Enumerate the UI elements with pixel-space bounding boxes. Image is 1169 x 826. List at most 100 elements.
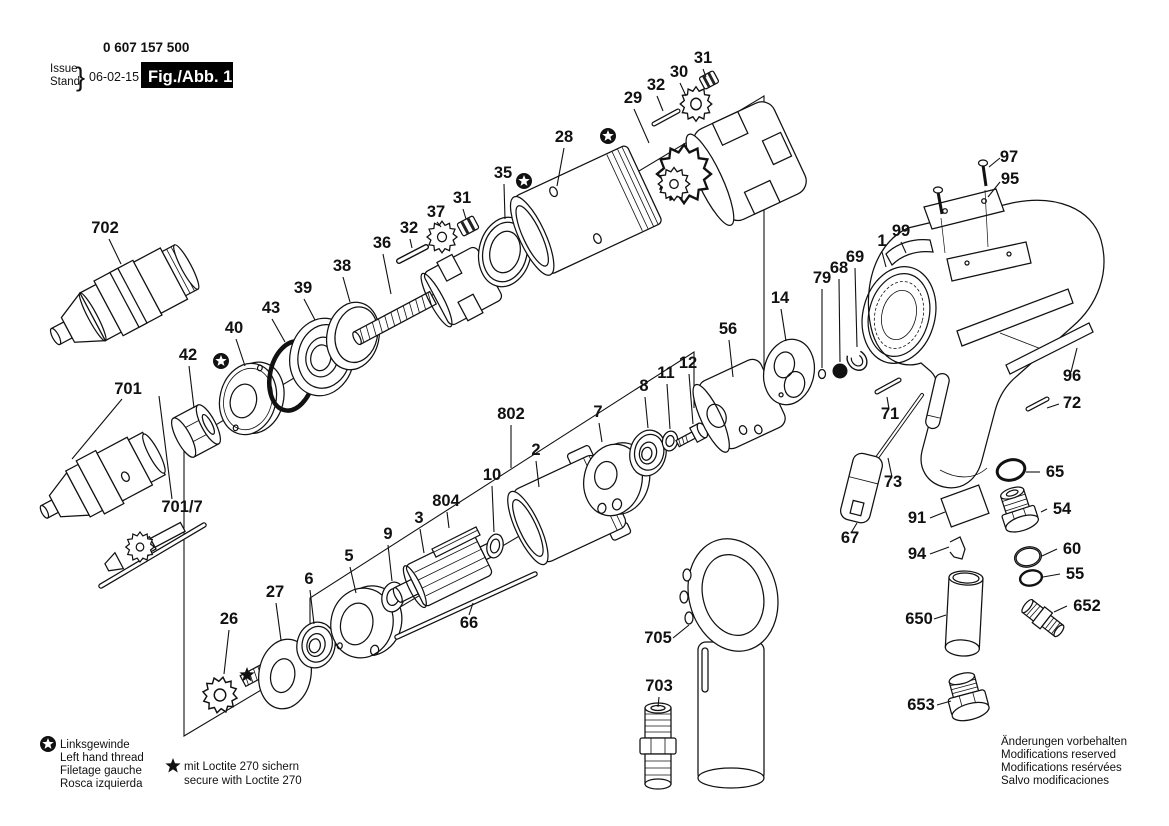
part-label-9: 9 [383, 525, 392, 543]
part-71-pin [874, 377, 902, 395]
part-label-1: 1 [877, 232, 886, 250]
part-label-38: 38 [333, 257, 351, 275]
issue-label-en: Issue [50, 63, 78, 75]
part-701-7-chuck-key [98, 521, 207, 589]
part-label-65: 65 [1046, 463, 1064, 481]
part-28-sleeve [509, 145, 662, 276]
legend-line: secure with Loctite 270 [184, 775, 302, 787]
part-label-96: 96 [1063, 367, 1081, 385]
part-label-36: 36 [373, 234, 391, 252]
part-label-8: 8 [639, 377, 648, 395]
part-37-gear [426, 220, 458, 254]
assembly-boundary-802 [309, 350, 695, 630]
part-label-66: 66 [460, 614, 478, 632]
part-67-lever [839, 452, 883, 524]
part-6-bearing [296, 621, 336, 669]
legend-line: mit Loctite 270 sichern [184, 761, 299, 773]
part-66-rod [394, 571, 538, 640]
notice-line: Änderungen vorbehalten [1001, 736, 1127, 748]
part-29-planet-carrier [655, 101, 807, 226]
part-99-plate [885, 238, 934, 267]
part-label-28: 28 [555, 128, 573, 146]
figure-label: Fig./Abb. 1 [148, 68, 232, 86]
legend-left-hand-thread: Linksgewinde Left hand thread Filetage g… [40, 736, 144, 790]
part-32-pin-upper [651, 108, 681, 127]
part-31-roller-upper [698, 70, 720, 90]
part-79-ring [817, 368, 827, 380]
part-652-nipple [1021, 598, 1065, 638]
part-702-keyless-chuck [49, 244, 200, 346]
notice-line: Modifications resérvées [1001, 762, 1122, 774]
part-label-32: 32 [400, 219, 418, 237]
part-label-67: 67 [841, 529, 859, 547]
part-42-nut [170, 404, 222, 458]
part-701-keyed-chuck [39, 431, 167, 519]
part-label-12: 12 [679, 354, 697, 372]
legend-line: Rosca izquierda [60, 778, 143, 790]
part-650-filter [944, 570, 984, 657]
left-hand-thread-icon [600, 128, 616, 144]
part-label-73: 73 [884, 473, 902, 491]
part-label-39: 39 [294, 279, 312, 297]
part-54-bushing [1000, 486, 1040, 533]
part-8-bearing [629, 429, 667, 477]
title-block: 0 607 157 500 Issue Stand } 06-02-15 Fig… [50, 40, 233, 92]
part-label-703: 703 [645, 677, 673, 695]
part-label-95: 95 [1001, 170, 1019, 188]
part-68-ball [832, 363, 848, 379]
part-label-701-7: 701/7 [161, 498, 202, 516]
part-label-97: 97 [1000, 148, 1018, 166]
left-hand-thread-icon [40, 736, 56, 752]
legend-line: Linksgewinde [60, 739, 130, 751]
part-label-705: 705 [644, 629, 672, 647]
part-label-804: 804 [432, 492, 460, 510]
legend-line: Left hand thread [60, 752, 144, 764]
part-label-701: 701 [114, 380, 142, 398]
part-10-ring [486, 533, 504, 559]
part-94-clip [949, 536, 966, 560]
part-label-6: 6 [304, 570, 313, 588]
part-96-strip [1005, 322, 1094, 375]
part-label-5: 5 [344, 547, 353, 565]
part-label-56: 56 [719, 320, 737, 338]
part-label-11: 11 [657, 364, 674, 382]
part-label-37: 37 [427, 203, 445, 221]
part-804-vane [431, 526, 481, 558]
part-60-screen [1014, 546, 1042, 568]
part-label-29: 29 [624, 89, 642, 107]
part-91-filter-block [940, 484, 990, 528]
part-label-26: 26 [220, 610, 238, 628]
part-653-plug [947, 672, 990, 722]
part-label-68: 68 [830, 259, 848, 277]
part-97-screws [932, 159, 989, 254]
part-label-35: 35 [494, 164, 512, 182]
modification-notice: Änderungen vorbehalten Modifications res… [1001, 736, 1127, 787]
part-label-2: 2 [531, 441, 540, 459]
part-label-79: 79 [813, 269, 831, 287]
part-label-27: 27 [266, 583, 284, 601]
part-14-gasket [762, 338, 816, 406]
part-label-69: 69 [846, 248, 864, 266]
part-7-end-plate [583, 442, 651, 517]
part-label-653: 653 [907, 696, 935, 714]
part-31-roller [456, 215, 480, 237]
part-label-71: 71 [881, 405, 899, 423]
part-label-652: 652 [1073, 597, 1101, 615]
part-label-99: 99 [892, 222, 910, 240]
left-hand-thread-icon [516, 173, 532, 189]
part-label-43: 43 [262, 299, 280, 317]
part-label-7: 7 [593, 403, 602, 421]
part-label-14: 14 [771, 289, 790, 307]
part-label-60: 60 [1063, 540, 1081, 558]
part-label-3: 3 [414, 509, 423, 527]
part-label-40: 40 [225, 319, 243, 337]
notice-line: Modifications reserved [1001, 749, 1116, 761]
document-number: 0 607 157 500 [103, 40, 189, 55]
part-30-gear [679, 86, 713, 122]
part-label-30: 30 [670, 63, 688, 81]
part-label-31b: 31 [694, 49, 712, 67]
part-705-hanger [679, 538, 779, 789]
part-label-702: 702 [91, 219, 119, 237]
part-label-650: 650 [905, 610, 933, 628]
